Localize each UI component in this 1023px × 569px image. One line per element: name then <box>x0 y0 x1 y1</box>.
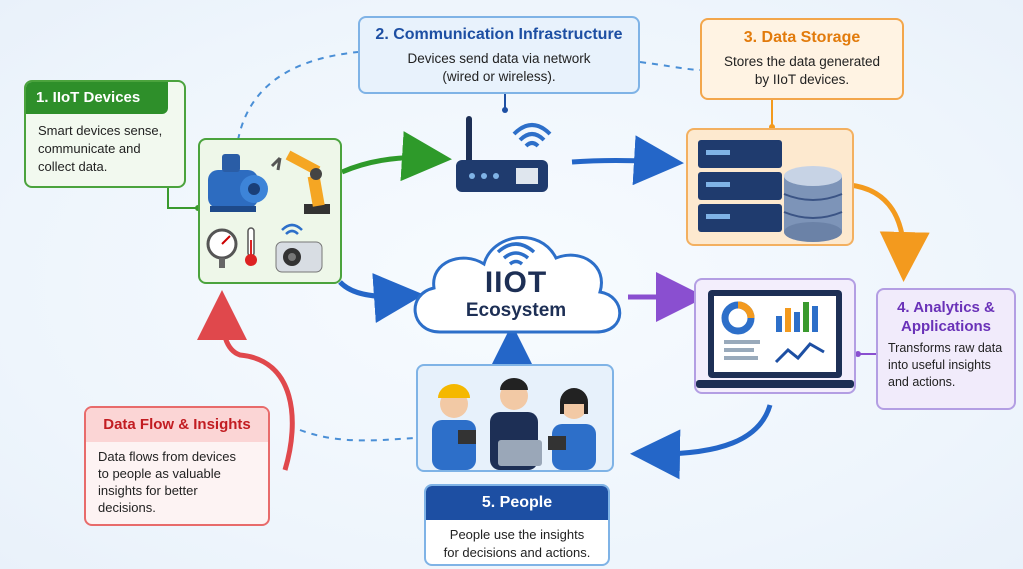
card-people-title: 5. People <box>426 486 608 520</box>
server-icons <box>698 140 843 242</box>
thermometer-icon <box>245 227 257 266</box>
card-communication-infrastructure: 2. Communication Infrastructure Devices … <box>358 16 640 94</box>
arrow-devices-to-cloud <box>338 273 424 324</box>
arrow-dataflow-to-devices <box>197 290 295 471</box>
laptop-icon <box>696 290 854 388</box>
card-data-flow-insights: Data Flow & Insights Data flows from dev… <box>84 406 270 526</box>
card-data-storage: 3. Data Storage Stores the data generate… <box>700 18 904 100</box>
card-iiot-devices-title: 1. IIoT Devices <box>26 82 168 114</box>
bar-chart-icon <box>776 302 818 332</box>
person-with-laptop-icon <box>490 378 542 470</box>
storage-illustration <box>686 128 854 246</box>
card-data-flow-text: Data flows from devices to people as val… <box>98 449 236 515</box>
robot-arm-icon <box>270 150 330 214</box>
card-data-storage-title: 3. Data Storage <box>743 29 861 46</box>
card-analytics-title: 4. Analytics & Applications <box>897 299 995 335</box>
line-chart-icon <box>774 342 825 364</box>
antenna-icon <box>466 116 472 164</box>
card-data-flow-title: Data Flow & Insights <box>86 408 268 442</box>
router-illustration <box>456 116 552 192</box>
card-analytics-text: Transforms raw data into useful insights… <box>888 341 1003 389</box>
arrow-analytics-to-people <box>630 404 773 480</box>
dashed-connector-dataflow-people <box>299 429 415 442</box>
card-analytics-applications: 4. Analytics & Applications Transforms r… <box>876 288 1016 410</box>
arrow-router-to-storage <box>571 135 684 186</box>
engineer-with-helmet-icon <box>432 384 476 470</box>
cloud-wifi-icon <box>496 242 536 266</box>
cloud-shape <box>413 235 622 334</box>
people-icons <box>432 378 596 470</box>
dashed-connector-devices-comm <box>237 51 359 141</box>
card-iiot-devices-text: Smart devices sense, communicate and col… <box>38 123 163 174</box>
connector-devices-card <box>167 185 198 209</box>
database-icon <box>783 166 843 242</box>
card-people: 5. People People use the insights for de… <box>424 484 610 566</box>
analytics-laptop <box>690 276 860 404</box>
wifi-icon <box>512 123 552 148</box>
iiot-ecosystem-cloud: IIOT Ecosystem <box>400 212 632 342</box>
card-communication-title: 2. Communication Infrastructure <box>375 26 623 43</box>
motor-icon <box>208 154 268 212</box>
devices-icons <box>206 150 330 273</box>
arrow-devices-to-router <box>341 131 452 182</box>
cloud-subtitle: Ecosystem <box>465 300 567 321</box>
card-data-storage-text: Stores the data generated by IIoT device… <box>723 54 881 87</box>
dashed-connector-comm-storage <box>639 61 701 71</box>
arrow-storage-to-analytics <box>849 182 930 282</box>
card-people-text: People use the insights for decisions an… <box>443 527 591 560</box>
devices-illustration <box>198 138 342 284</box>
cloud-title: IIOT <box>484 266 548 299</box>
woman-with-tablet-icon <box>548 388 596 470</box>
server-rack-icon <box>698 140 782 232</box>
sensor-device-icon <box>275 223 323 273</box>
people-illustration <box>416 364 614 472</box>
card-communication-text: Devices send data via network (wired or … <box>407 51 591 84</box>
pressure-gauge-icon <box>206 228 238 268</box>
card-iiot-devices: 1. IIoT Devices Smart devices sense, com… <box>24 80 186 188</box>
